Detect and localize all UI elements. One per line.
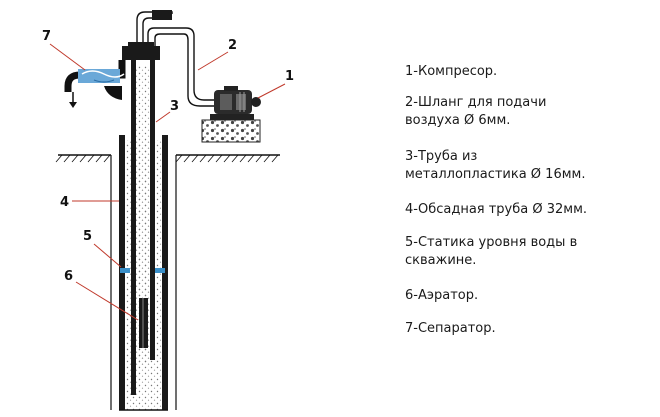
callout-numbers: 1 2 3 4 5 6 7 — [42, 29, 294, 284]
callout-3: 3 — [170, 99, 179, 114]
separator — [64, 60, 126, 108]
legend-item-3: 3-Труба из металлопластика Ø 16мм. — [405, 149, 586, 182]
static-water-level — [120, 268, 165, 273]
legend-item-7: 7-Сепаратор. — [405, 321, 496, 336]
ground-surface — [55, 154, 280, 163]
legend-item-4: 4-Обсадная труба Ø 32мм. — [405, 202, 588, 217]
legend-item-1: 1-Компресор. — [405, 64, 498, 79]
borehole-walls — [110, 155, 177, 410]
compressor — [201, 86, 261, 143]
callout-4: 4 — [60, 195, 69, 210]
legend-item-2: 2-Шланг для подачи воздуха Ø 6мм. — [405, 95, 547, 128]
aerator — [139, 298, 148, 348]
riser-pipe — [131, 60, 155, 395]
callout-5: 5 — [83, 229, 92, 244]
leader-lines — [49, 43, 286, 321]
air-hose — [136, 10, 214, 107]
callout-2: 2 — [228, 38, 237, 53]
legend-item-5: 5-Статика уровня воды в скважине. — [405, 235, 578, 268]
callout-7: 7 — [42, 29, 51, 44]
well-head — [122, 42, 160, 60]
callout-6: 6 — [64, 269, 73, 284]
legend-item-6: 6-Аэратор. — [405, 288, 479, 303]
callout-1: 1 — [285, 69, 294, 84]
